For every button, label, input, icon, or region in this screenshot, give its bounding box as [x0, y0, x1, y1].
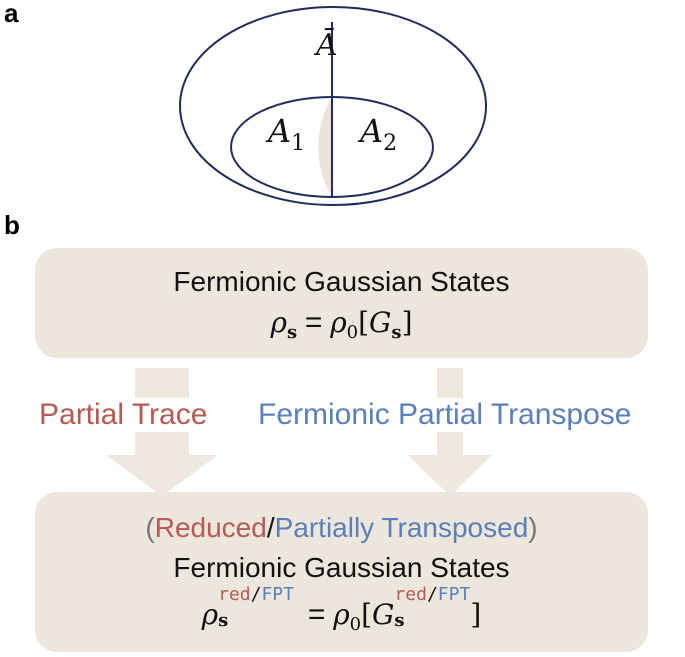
fermionic-partial-transpose-label: Fermionic Partial Transpose [258, 398, 632, 432]
top-box: Fermionic Gaussian States ρs = ρ0[Gs] [35, 248, 648, 358]
bottom-box-subtitle: (Reduced/Partially Transposed) [145, 512, 538, 543]
top-box-equation: ρs = ρ0[Gs] [270, 306, 413, 343]
panel-label-a: a [4, 0, 19, 28]
label-a2: A2 [360, 112, 398, 156]
bottom-box-title: Fermionic Gaussian States [173, 552, 510, 583]
panel-label-b: b [4, 210, 20, 240]
top-box-title: Fermionic Gaussian States [173, 266, 510, 297]
down-arrow-right [408, 368, 492, 496]
down-arrow-left [106, 368, 218, 496]
label-a-bar: Ā [316, 28, 338, 63]
bottom-box: (Reduced/Partially Transposed) Fermionic… [35, 492, 648, 652]
partial-trace-label: Partial Trace [39, 398, 208, 432]
label-a1: A1 [268, 112, 306, 156]
region-a1-shade [318, 97, 332, 197]
